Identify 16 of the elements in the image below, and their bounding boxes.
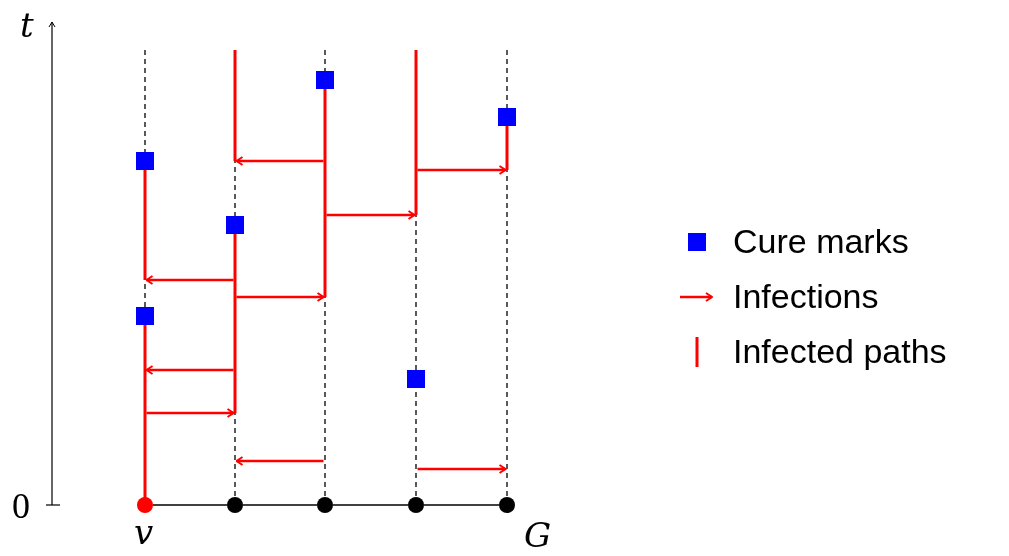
axis-tick-label: 0 — [12, 488, 30, 524]
graph-label: G — [524, 518, 552, 552]
vertex-dot — [137, 497, 153, 513]
legend-label: Infected paths — [733, 334, 947, 368]
vertex-dot — [317, 497, 333, 513]
vertex-dot — [227, 497, 243, 513]
vertex-label: v — [134, 515, 154, 549]
graph-edge — [242, 504, 318, 506]
axis-label: t — [20, 8, 34, 42]
legend-label: Cure marks — [733, 224, 909, 258]
vertex-dot — [499, 497, 515, 513]
graph-edge — [152, 504, 228, 506]
vertex-dot — [408, 497, 424, 513]
graph-edge — [332, 504, 409, 506]
legend-label: Infections — [733, 279, 879, 313]
graph-edge — [423, 504, 500, 506]
